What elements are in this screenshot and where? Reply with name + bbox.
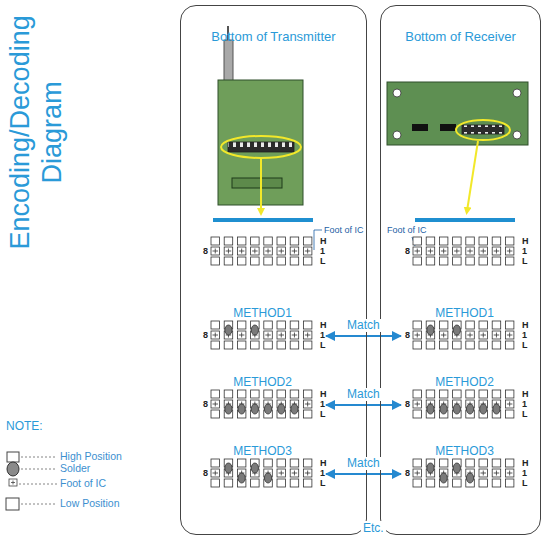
method-title: METHOD1 (199, 306, 326, 321)
pin-label: 1 (522, 330, 529, 340)
pin-label: 8 (403, 399, 410, 409)
note-heading: NOTE: (6, 420, 43, 432)
edge-label: Match (346, 319, 381, 332)
method-group: METHOD3 (401, 444, 528, 490)
pin-label: 1 (522, 468, 529, 478)
method-title: METHOD3 (199, 444, 326, 459)
transmitter-board (213, 26, 313, 222)
pin-label: 8 (403, 330, 410, 340)
board-panel: Bottom of ReceiverMETHOD1METHOD2METHOD3 (380, 5, 541, 535)
pin-label: L (522, 478, 529, 488)
pin-label: H (522, 320, 529, 330)
method-title: METHOD2 (199, 375, 326, 390)
board-panel: Bottom of TransmitterMETHOD1METHOD2METHO… (180, 5, 367, 535)
pin-label: H (522, 389, 529, 399)
method-title: METHOD3 (401, 444, 528, 459)
method-group: METHOD2 (401, 375, 528, 421)
method-group: METHOD2 (199, 375, 326, 421)
pin-label: H (320, 389, 327, 399)
pin-label: 1 (522, 246, 529, 256)
pin-label: L (320, 256, 327, 266)
pin-label: 8 (403, 246, 410, 256)
legend-text: High Position (60, 450, 122, 463)
edge-label: Match (346, 457, 381, 470)
pin-label: L (320, 478, 327, 488)
method-group: METHOD1 (401, 306, 528, 352)
pin-label: L (320, 340, 327, 350)
method-title: METHOD2 (401, 375, 528, 390)
pin-label: 8 (403, 468, 410, 478)
pin-label: 1 (320, 399, 327, 409)
pin-label: 1 (320, 330, 327, 340)
receiver-board (387, 82, 528, 222)
panel-heading: Bottom of Receiver (381, 29, 540, 44)
legend-symbols (6, 452, 57, 510)
panel-heading: Bottom of Transmitter (181, 29, 366, 44)
pin-label: L (522, 409, 529, 419)
callout-label: Foot of IC (387, 224, 427, 236)
legend-text: Foot of IC (60, 477, 106, 490)
pin-label: L (320, 409, 327, 419)
method-title: METHOD1 (401, 306, 528, 321)
pin-label: 1 (320, 246, 327, 256)
method-group: METHOD3 (199, 444, 326, 490)
pin-label: 8 (201, 330, 208, 340)
pin-label: 8 (201, 246, 208, 256)
pin-label: 1 (320, 468, 327, 478)
pin-label: 8 (201, 468, 208, 478)
pin-label: 8 (201, 399, 208, 409)
etc-label: Etc. (361, 521, 386, 535)
legend-text: Low Position (60, 497, 120, 510)
callout-label: Foot of IC (324, 224, 364, 236)
match-arrow (326, 335, 401, 337)
pin-label: H (522, 236, 529, 246)
diagram-title: Encoding/Decoding Diagram (4, 2, 69, 262)
pin-label: 1 (522, 399, 529, 409)
legend-text: Solder (60, 462, 90, 475)
edge-label: Match (346, 388, 381, 401)
pin-label: H (522, 458, 529, 468)
pin-label: L (522, 340, 529, 350)
pin-label: H (320, 236, 327, 246)
match-arrow (326, 473, 401, 475)
pin-label: H (320, 458, 327, 468)
match-arrow (326, 404, 401, 406)
method-group: METHOD1 (199, 306, 326, 352)
pin-label: H (320, 320, 327, 330)
pin-label: L (522, 256, 529, 266)
